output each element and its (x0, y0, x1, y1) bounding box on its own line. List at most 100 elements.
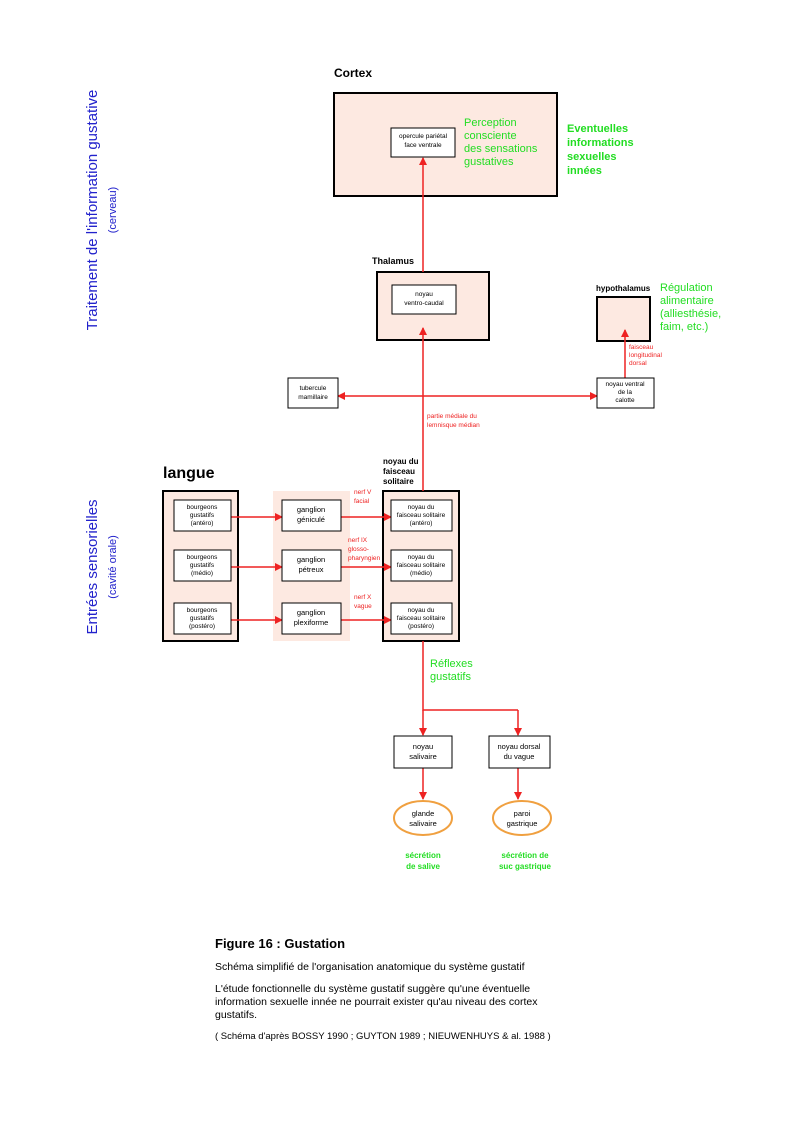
bourgeons-medio-box (173, 549, 232, 582)
cortex-title: Cortex (334, 66, 372, 80)
side-label-cavite: (cavité orale) (107, 535, 119, 599)
regulation-text-line-1: Régulation (660, 282, 713, 294)
bourgeons-postero-label-line-3: (postéro) (189, 623, 215, 630)
noyau-ventral-box (596, 377, 655, 409)
perception-text-line-2: consciente (464, 130, 517, 142)
secretion-salive-text-line-1: sécrétion (405, 851, 441, 860)
nfs-medio-label-line-1: noyau du (408, 554, 435, 561)
noyau-ventral-label-line-2: de la (618, 389, 632, 396)
thalamus-title: Thalamus (372, 256, 414, 266)
nfs-antero-label-line-2: faisceau solitaire (397, 512, 446, 519)
perception-text-line-3: des sensations (464, 143, 538, 155)
nerf-x-label-line-1: nerf X (354, 594, 372, 601)
opercule-box (390, 127, 456, 158)
tubercule-label-line-2: mamillaire (298, 394, 328, 401)
nfs-medio-box (390, 549, 453, 582)
tubercule-label: tubercule mamillaire (298, 385, 328, 401)
bourgeons-antero-label-line-3: (antéro) (191, 520, 214, 527)
ganglion-genicule-label-line-1: ganglion (297, 505, 325, 514)
noyau-ventral-label-line-1: noyau ventral (605, 381, 645, 388)
secretion-gastrique-text-line-2: suc gastrique (499, 862, 552, 871)
perception-text-line-1: Perception (464, 117, 517, 129)
opercule-label-line-2: face ventrale (404, 142, 442, 149)
bourgeons-postero-box (173, 602, 232, 635)
nerf-ix-label-line-1: nerf IX (348, 537, 368, 544)
ganglion-petreux-label-line-2: pétreux (298, 565, 323, 574)
ganglion-petreux-box (281, 549, 342, 582)
side-label-traitement: Traitement de l'information gustative (84, 90, 101, 331)
nfs-postero-box (390, 602, 453, 635)
figure-title: Figure 16 : Gustation (215, 936, 346, 951)
eventuelles-text-line-2: informations (567, 137, 634, 149)
secretion-salive-text-line-2: de salive (406, 862, 440, 871)
bourgeons-medio-label-line-3: (médio) (191, 570, 213, 577)
regulation-text: Régulationalimentaire(alliesthésie,faim,… (660, 282, 721, 333)
glande-salivaire-ellipse (393, 800, 453, 836)
hypothalamus-title: hypothalamus (596, 284, 651, 293)
nerf-ix-label-line-2: glosso- (348, 546, 369, 553)
ventro-caudal-label-line-2: ventro-caudal (404, 300, 444, 307)
paroi-gastrique-label-line-2: gastrique (507, 819, 538, 828)
nerf-ix-label-line-3: pharyngien (348, 555, 381, 562)
side-label-cerveau: (cerveau) (107, 187, 119, 233)
ventro-caudal-box (391, 284, 457, 315)
nerf-v-label-line-1: nerf V (354, 489, 372, 496)
langue-title: langue (163, 465, 215, 482)
secretion-gastrique-text: sécrétion de suc gastrique (499, 851, 552, 871)
ventro-caudal-label-line-1: noyau (415, 291, 433, 298)
noyau-salivaire-label-line-2: salivaire (409, 752, 437, 761)
side-label-entrees: Entrées sensorielles (84, 499, 101, 634)
ventro-caudal-label: noyau ventro-caudal (404, 291, 444, 307)
nfs-antero-box (390, 499, 453, 532)
regulation-text-line-3: (alliesthésie, (660, 308, 721, 320)
eventuelles-text-line-3: sexuelles (567, 151, 617, 163)
ganglion-plexiforme-label-line-1: ganglion (297, 608, 325, 617)
bourgeons-postero-label-line-2: gustatifs (190, 615, 215, 622)
ganglion-genicule-box (281, 499, 342, 532)
paroi-gastrique-ellipse (492, 800, 552, 836)
secretion-salive-text: sécrétion de salive (405, 851, 441, 871)
ganglion-plexiforme-label-line-2: plexiforme (294, 618, 329, 627)
noyau-salivaire-box (393, 735, 453, 769)
nfs-postero-label-line-2: faisceau solitaire (397, 615, 446, 622)
nts-title-line-3: solitaire (383, 477, 414, 486)
faisceau-longitudinal-label-line-3: dorsal (629, 360, 647, 367)
bourgeons-medio-label-line-1: bourgeons (187, 554, 218, 561)
reflexes-text-line-2: gustatifs (430, 671, 471, 683)
nerf-v-label: nerf V facial (354, 489, 372, 505)
opercule-label-line-1: opercule pariétal (399, 133, 448, 140)
tubercule-label-line-1: tubercule (300, 385, 327, 392)
figure-source: ( Schéma d'après BOSSY 1990 ; GUYTON 198… (215, 1031, 551, 1042)
lemnisque-label-line-2: lemnisque médian (427, 422, 480, 429)
ganglion-petreux-label-line-1: ganglion (297, 555, 325, 564)
hypothalamus-box (596, 296, 651, 342)
secretion-gastrique-text-line-1: sécrétion de (501, 851, 549, 860)
opercule-label: opercule pariétal face ventrale (399, 133, 448, 149)
bourgeons-antero-box (173, 499, 232, 532)
perception-text-line-4: gustatives (464, 156, 514, 168)
noyau-dorsal-label-line-1: noyau dorsal (498, 742, 541, 751)
noyau-ventral-label-line-3: calotte (615, 397, 635, 404)
nerf-v-label-line-2: facial (354, 498, 370, 505)
eventuelles-text-line-4: innées (567, 165, 602, 177)
nfs-postero-label-line-3: (postéro) (408, 623, 434, 630)
ganglion-plexiforme-box (281, 602, 342, 635)
nfs-antero-label-line-3: (antéro) (410, 520, 433, 527)
regulation-text-line-2: alimentaire (660, 295, 714, 307)
